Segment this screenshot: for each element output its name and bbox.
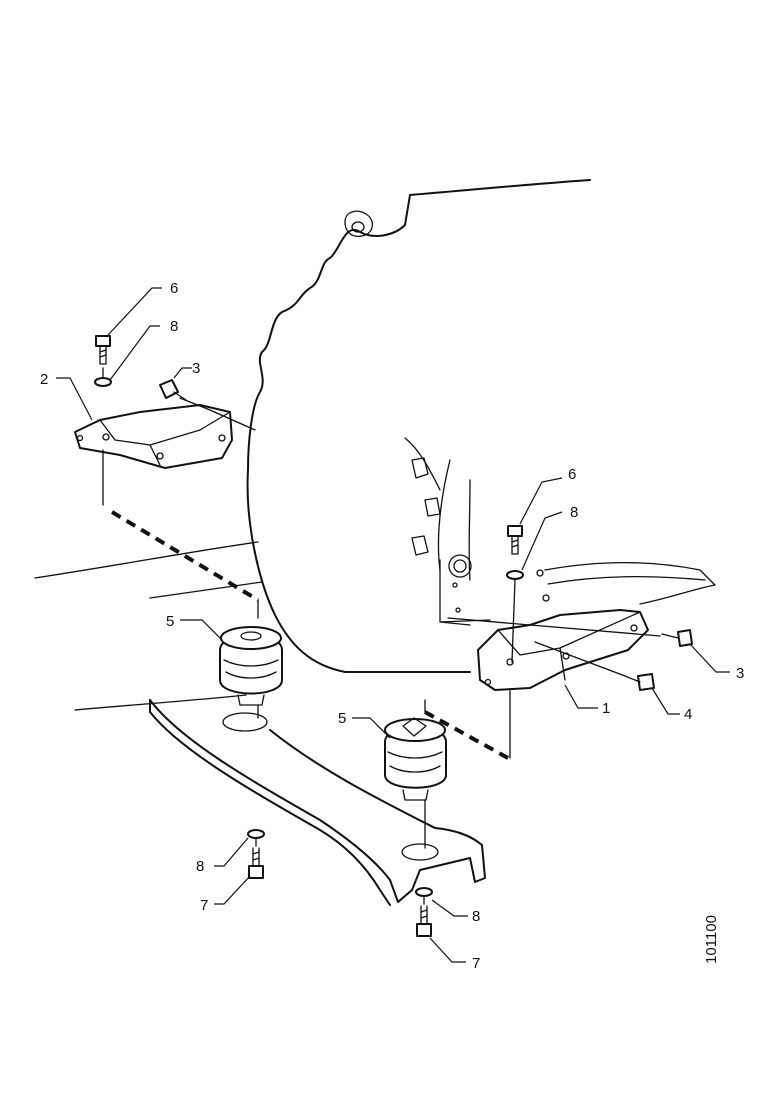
callout-7-right: 7 [472,955,480,972]
washer-8-left [94,377,112,387]
bolt-6-right [507,525,523,555]
bolt-7-lower-left [248,847,264,879]
callout-8-lower-right: 8 [472,908,480,925]
washer-8-lower-left [247,829,265,839]
washer-8-right [506,570,524,580]
crossmember [149,699,486,906]
callout-5-right: 5 [338,710,346,727]
callout-7-left: 7 [200,897,208,914]
callout-numbers: 6 8 3 2 5 8 7 6 8 3 1 4 5 8 7 [40,280,744,972]
drawing-code: 101100 [703,915,720,964]
bolt-3-right [661,629,693,647]
callout-8-right: 8 [570,504,578,521]
rubber-mount-right [384,717,447,801]
callout-5-left: 5 [166,613,174,630]
callout-6-right: 6 [568,466,576,483]
rubber-mount-left [219,626,283,706]
chassis-lines [34,541,263,711]
bolt-4 [624,673,655,691]
bolt-3-left [159,379,187,401]
callout-1: 1 [602,700,610,717]
callout-6-left: 6 [170,280,178,297]
left-engine-bracket [74,404,233,469]
bolt-6-left [95,335,111,365]
assembly-lines [102,367,661,905]
bolt-7-lower-right [416,905,432,937]
callout-4: 4 [684,706,692,723]
right-engine-bracket [477,609,649,691]
callout-8-lower-left: 8 [196,858,204,875]
callout-3-left: 3 [192,360,200,377]
callout-leaders [56,287,730,963]
engine-block-outline [246,179,716,673]
callout-3-right: 3 [736,665,744,682]
washer-8-lower-right [415,887,433,897]
callout-2: 2 [40,371,48,388]
callout-8-left: 8 [170,318,178,335]
